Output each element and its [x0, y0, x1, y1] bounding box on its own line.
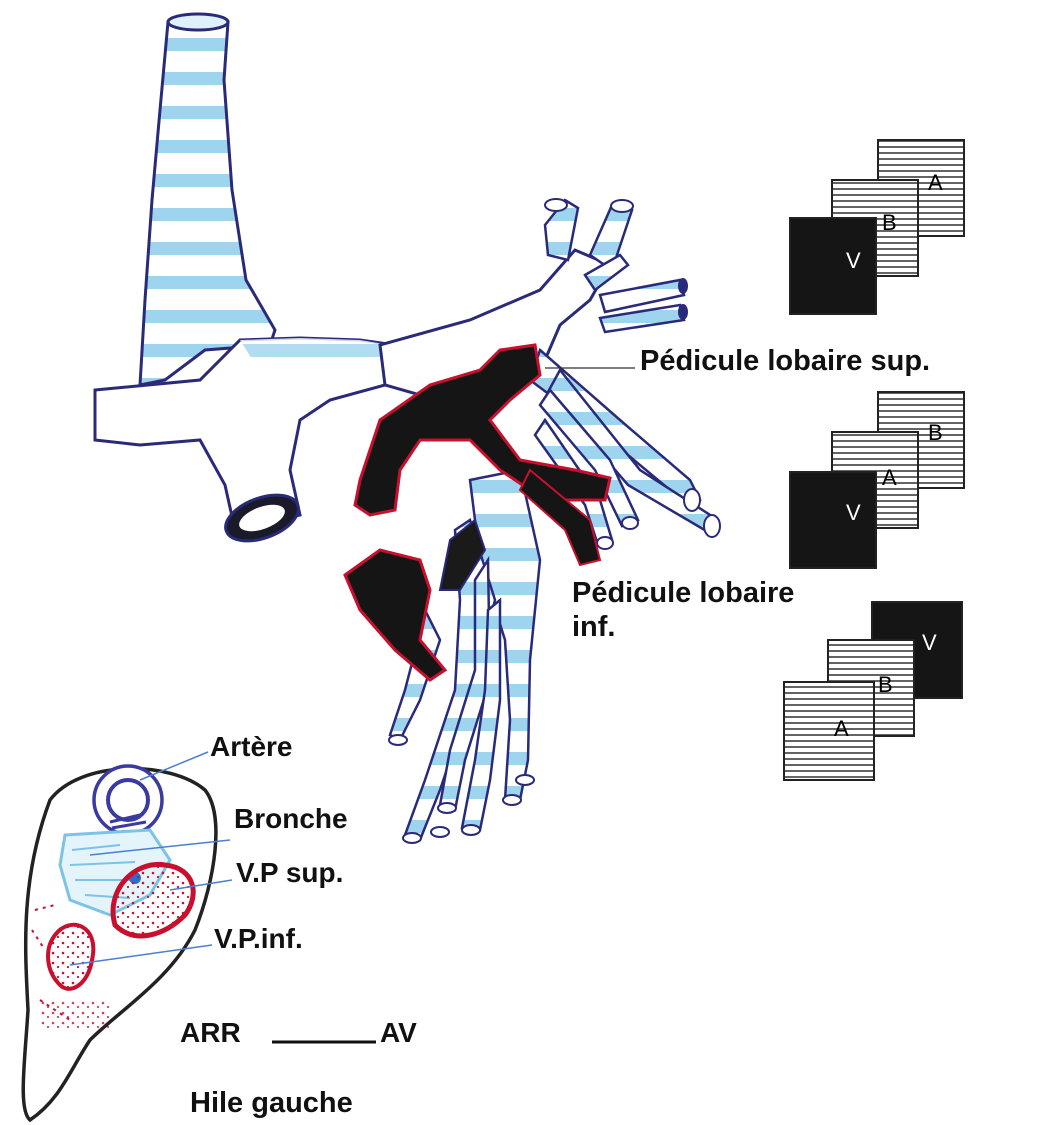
card-letter: V — [846, 248, 861, 273]
card-letter: A — [928, 170, 943, 195]
label-pedicule-inf-line1: Pédicule lobaire — [572, 577, 794, 609]
vp-inf-section — [48, 925, 93, 989]
card-letter: V — [846, 500, 861, 525]
hilum-section — [23, 766, 216, 1120]
left-main-bronchus — [380, 199, 720, 843]
card-stack-2: B A V — [790, 392, 964, 568]
label-vp-sup: V.P sup. — [236, 857, 343, 888]
label-av: AV — [380, 1017, 417, 1048]
card-letter: B — [882, 210, 897, 235]
card-letter: A — [834, 716, 849, 741]
card-stack-1: A B V — [790, 140, 964, 314]
card-letter: A — [882, 465, 897, 490]
label-hile-gauche: Hile gauche — [190, 1087, 353, 1119]
label-pedicule-inf-line2: inf. — [572, 611, 616, 643]
label-bronche: Bronche — [234, 803, 348, 834]
card-letter: B — [878, 672, 893, 697]
card-letter: V — [922, 630, 937, 655]
card-letter: B — [928, 420, 943, 445]
label-artere: Artère — [210, 731, 292, 762]
label-pedicule-sup: Pédicule lobaire sup. — [640, 345, 930, 377]
label-arr: ARR — [180, 1017, 241, 1048]
trachea — [140, 14, 275, 385]
card-stack-3: V B A — [784, 602, 962, 780]
label-vp-inf: V.P.inf. — [214, 923, 303, 954]
